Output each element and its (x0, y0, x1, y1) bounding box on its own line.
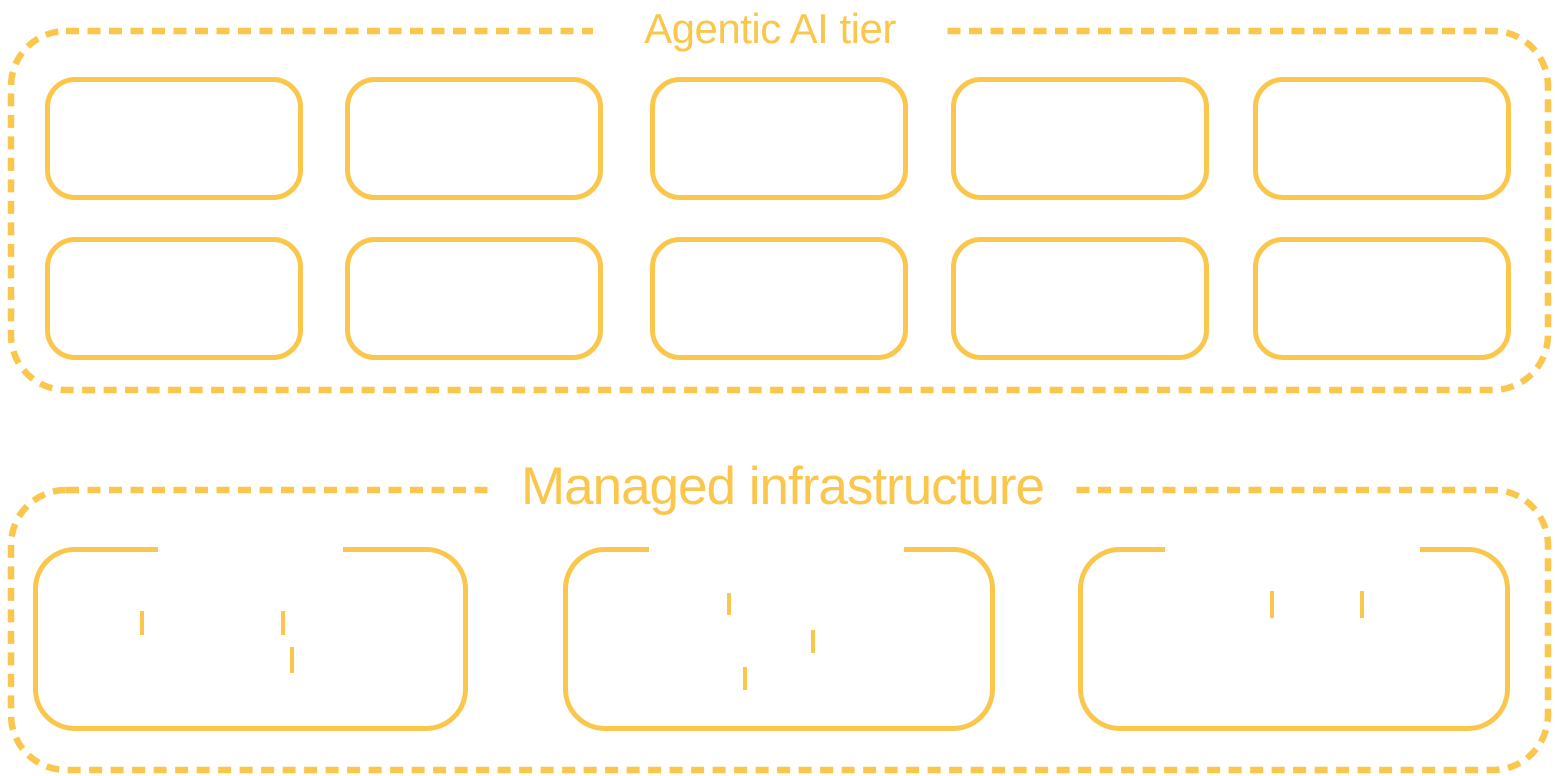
infrastructure-box (1078, 547, 1510, 731)
text-remnant-tick (1270, 591, 1274, 618)
text-remnant-tick (1360, 591, 1364, 618)
text-remnant-tick (281, 611, 285, 635)
text-remnant-tick (290, 647, 294, 673)
tier-box (1253, 237, 1511, 360)
infrastructure-box (33, 547, 468, 731)
tier-box (45, 237, 303, 360)
box-label-gap (649, 543, 904, 557)
text-remnant-tick (140, 611, 144, 635)
tier-box (1253, 77, 1511, 200)
text-remnant-tick (811, 630, 815, 653)
box-label-gap (1165, 543, 1420, 557)
tier-box (45, 77, 303, 200)
agentic-tier-title: Agentic AI tier (593, 2, 947, 56)
box-label-gap (158, 543, 343, 557)
managed-infrastructure-title: Managed infrastructure (490, 456, 1075, 516)
infrastructure-box (563, 547, 995, 731)
tier-box (345, 237, 603, 360)
tier-box (650, 237, 908, 360)
text-remnant-tick (743, 667, 747, 690)
tier-box (951, 77, 1209, 200)
tier-box (951, 237, 1209, 360)
tier-box (345, 77, 603, 200)
text-remnant-tick (727, 593, 731, 615)
tier-box (650, 77, 908, 200)
